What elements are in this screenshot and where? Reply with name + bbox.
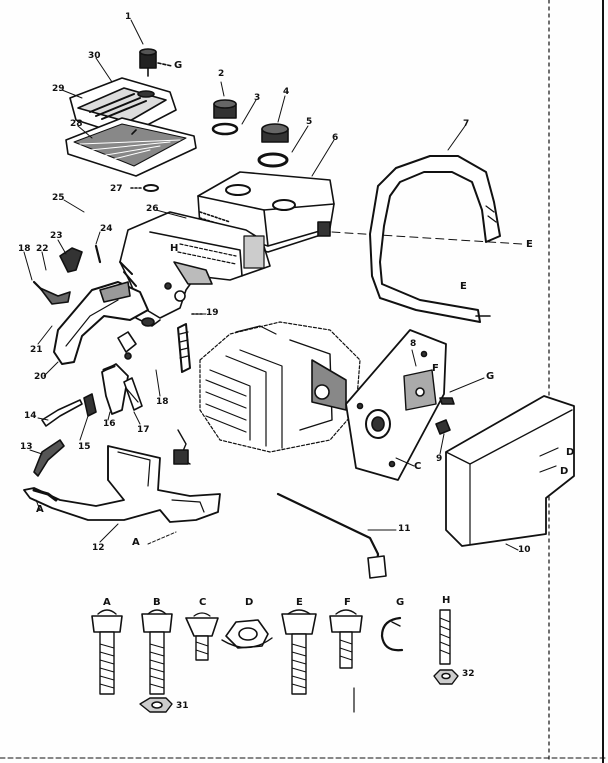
hardware-label-a: A [103, 597, 111, 608]
callout-12: 12 [92, 543, 105, 553]
callout-28: 28 [70, 119, 83, 129]
callout-2: 2 [218, 69, 225, 79]
rear-handle-part [53, 281, 149, 365]
callout-leader-lines [23, 19, 519, 551]
spring-part [135, 313, 203, 373]
engine-block [173, 321, 361, 465]
hardware-label-g: G [396, 597, 405, 608]
callout-25: 25 [52, 193, 65, 203]
clip-g [380, 616, 404, 652]
callout-7: 7 [463, 119, 470, 129]
callout-c-plate: C [414, 461, 422, 472]
fuel-cap-part [211, 99, 239, 136]
callout-21: 21 [30, 345, 43, 355]
callout-6: 6 [332, 133, 339, 143]
callout-15: 15 [78, 442, 91, 452]
lever-parts [41, 393, 97, 427]
callout-5: 5 [306, 117, 313, 127]
callout-30: 30 [88, 51, 101, 61]
air-filter-assembly [65, 77, 197, 177]
callout-23: 23 [50, 231, 63, 241]
hardware-label-e: E [296, 597, 303, 608]
callout-32: 32 [462, 669, 475, 679]
callout-e-handle-bottom: E [460, 281, 467, 292]
callout-h-tank: H [170, 243, 179, 254]
callout-f-bracket: F [432, 363, 439, 374]
callout-16: 16 [103, 419, 116, 429]
callout-d-cover-2: D [560, 466, 569, 477]
callout-29: 29 [52, 84, 65, 94]
callout-a-base: A [132, 537, 140, 548]
block-cover-part [445, 395, 575, 547]
callout-e-handle-top: E [526, 239, 533, 250]
callout-g-bracket: G [486, 371, 495, 382]
bolt-b [139, 609, 173, 713]
callout-19: 19 [206, 308, 219, 318]
callout-22: 22 [36, 244, 49, 254]
callout-10: 10 [518, 545, 531, 555]
callout-17: 17 [137, 425, 150, 435]
callout-8: 8 [410, 339, 417, 349]
screw-f [329, 609, 363, 669]
callout-20: 20 [34, 372, 47, 382]
callout-26: 26 [146, 204, 159, 214]
bottom-guard-part [23, 445, 221, 523]
cap-knob-part [139, 48, 173, 77]
front-handle-part [369, 155, 501, 323]
callout-3: 3 [254, 93, 261, 103]
callout-13: 13 [20, 442, 33, 452]
callout-18-lower: 18 [156, 397, 169, 407]
callout-1: 1 [125, 12, 132, 22]
callout-18: 18 [18, 244, 31, 254]
callout-d-cover-1: D [566, 447, 575, 458]
hardware-label-d: D [245, 597, 254, 608]
washer-27-part [130, 184, 159, 192]
oil-cap-part [257, 123, 289, 168]
hardware-label-b: B [153, 597, 161, 608]
small-bracket-13 [33, 439, 65, 477]
bolt-e [281, 609, 317, 695]
callout-11: 11 [398, 524, 411, 534]
callout-31: 31 [176, 701, 189, 711]
hardware-label-f: F [344, 597, 351, 608]
hardware-label-h: H [442, 595, 451, 606]
callout-4: 4 [283, 87, 290, 97]
rod-part [276, 492, 387, 579]
hardware-label-c: C [199, 597, 207, 608]
trigger-parts [101, 331, 143, 415]
nut-d [221, 619, 273, 649]
main-housing-part [119, 211, 271, 319]
small-hardware-left [32, 244, 102, 305]
callout-a-guard: A [36, 504, 44, 515]
hardware-row [91, 609, 459, 713]
bolt-a [91, 609, 123, 695]
callout-27: 27 [110, 184, 123, 194]
screw-c [185, 612, 219, 661]
callout-14: 14 [24, 411, 37, 421]
callout-24: 24 [100, 224, 113, 234]
callout-9: 9 [436, 454, 443, 464]
stud-h [433, 609, 459, 685]
mounting-plate-part [345, 329, 455, 481]
callout-q-cap: G [174, 60, 183, 71]
